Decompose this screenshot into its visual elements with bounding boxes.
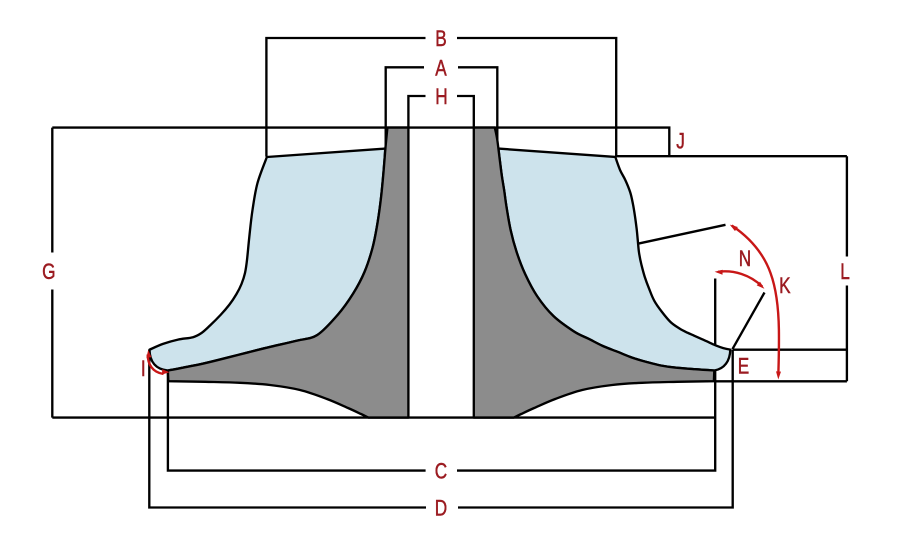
svg-text:D: D: [435, 497, 447, 522]
svg-text:C: C: [435, 460, 447, 485]
svg-text:L: L: [840, 260, 850, 285]
svg-text:G: G: [42, 260, 55, 285]
svg-text:N: N: [739, 247, 751, 272]
svg-text:A: A: [435, 56, 447, 81]
svg-text:H: H: [435, 85, 447, 110]
svg-text:E: E: [738, 354, 749, 379]
svg-text:B: B: [435, 27, 446, 52]
svg-text:K: K: [779, 274, 790, 299]
svg-text:J: J: [676, 130, 685, 155]
svg-text:I: I: [141, 357, 146, 382]
